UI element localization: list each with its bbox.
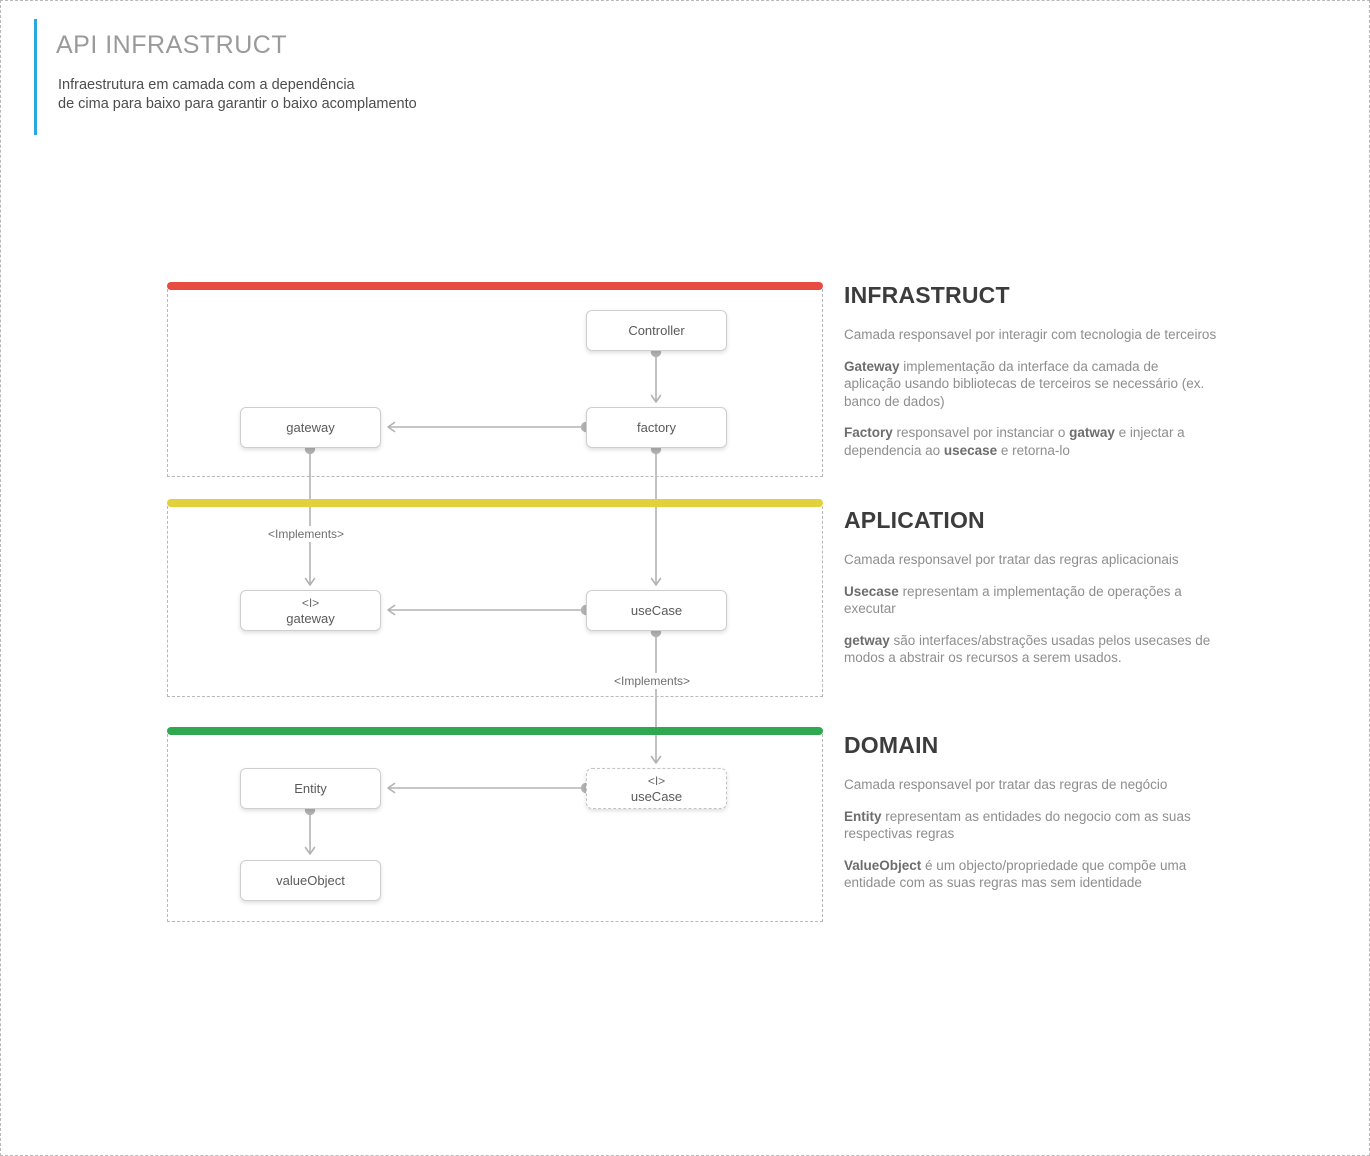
- panel-lead: Camada responsavel por interagir com tec…: [844, 327, 1217, 342]
- node-controller[interactable]: Controller: [586, 310, 727, 351]
- panel-term: Gateway: [844, 358, 900, 374]
- panel-item-factory: Factory responsavel por instanciar o gat…: [844, 424, 1219, 459]
- page-subtitle: Infraestrutura em camada com a dependênc…: [58, 77, 417, 112]
- layer-group-domain: [167, 727, 823, 922]
- panel-text: é um objecto/propriedade que compõe uma …: [844, 857, 1187, 891]
- panel-term: usecase: [943, 442, 998, 458]
- panel-term: gatway: [1069, 425, 1115, 440]
- node-label: useCase: [630, 788, 683, 804]
- panel-text: representam a implementação de operações…: [844, 583, 1182, 617]
- layer-bar-infrastruct: [167, 282, 823, 290]
- panel-item-getway: getway são interfaces/abstrações usadas …: [844, 632, 1219, 667]
- panel-term: ValueObject: [844, 857, 922, 873]
- panel-item-entity: Entity representam as entidades do negoc…: [844, 808, 1219, 843]
- layer-region-aplication: [167, 506, 823, 697]
- node-label: gateway: [286, 610, 335, 626]
- layer-group-aplication: [167, 499, 823, 697]
- panel-lead: Camada responsavel por tratar das regras…: [844, 552, 1179, 567]
- panel-term: getway: [844, 632, 890, 648]
- panel-text: são interfaces/abstrações usadas pelos u…: [844, 632, 1211, 666]
- node-usecase[interactable]: useCase: [586, 590, 727, 631]
- panel-item-valueobject: ValueObject é um objecto/propriedade que…: [844, 857, 1219, 892]
- panel-term: Usecase: [844, 583, 899, 599]
- edge-label-implements-gateway: <Implements>: [264, 526, 349, 542]
- layer-group-infrastruct: [167, 282, 823, 477]
- stereotype-label: <I>: [647, 773, 666, 788]
- node-label: gateway: [286, 420, 335, 435]
- node-label: valueObject: [276, 873, 345, 888]
- panel-text: responsavel por instanciar o: [892, 425, 1070, 440]
- panel-term: Entity: [844, 808, 882, 824]
- panel-heading: DOMAIN: [844, 732, 939, 758]
- edge-label-implements-usecase: <Implements>: [610, 673, 695, 689]
- page-title: API INFRASTRUCT: [56, 31, 288, 59]
- page-header: API INFRASTRUCT Infraestrutura em camada…: [34, 19, 554, 135]
- panel-heading: INFRASTRUCT: [844, 282, 1010, 308]
- header-accent-bar: [34, 19, 37, 135]
- panel-item-usecase: Usecase representam a implementação de o…: [844, 583, 1219, 618]
- panel-item-gateway: Gateway implementação da interface da ca…: [844, 358, 1219, 411]
- panel-text: e injectar a dependencia ao: [844, 425, 1185, 458]
- node-factory[interactable]: factory: [586, 407, 727, 448]
- panel-text: implementação da interface da camada de …: [844, 358, 1205, 409]
- layer-region-domain: [167, 734, 823, 922]
- layer-bar-aplication: [167, 499, 823, 507]
- node-label: Controller: [628, 323, 685, 338]
- description-panel-domain: DOMAIN Camada responsavel por tratar das…: [844, 732, 1219, 892]
- panel-text: e retorna-lo: [997, 442, 1070, 458]
- node-label: Entity: [294, 781, 327, 796]
- node-entity[interactable]: Entity: [240, 768, 381, 809]
- stereotype-label: <I>: [301, 595, 320, 610]
- node-label: useCase: [630, 603, 683, 618]
- node-usecase-interface[interactable]: <I> useCase: [586, 768, 727, 809]
- panel-text: representam as entidades do negocio com …: [844, 808, 1191, 842]
- node-label: factory: [636, 420, 676, 435]
- description-panel-aplication: APLICATION Camada responsavel por tratar…: [844, 507, 1219, 667]
- layer-region-infrastruct: [167, 289, 823, 477]
- panel-term: Factory: [844, 425, 893, 440]
- panel-lead: Camada responsavel por tratar das regras…: [844, 777, 1168, 792]
- node-gateway-interface[interactable]: <I> gateway: [240, 590, 381, 631]
- layer-bar-domain: [167, 727, 823, 735]
- description-panel-infrastruct: INFRASTRUCT Camada responsavel por inter…: [844, 282, 1219, 459]
- node-gateway[interactable]: gateway: [240, 407, 381, 448]
- node-valueobject[interactable]: valueObject: [240, 860, 381, 901]
- panel-heading: APLICATION: [844, 507, 985, 533]
